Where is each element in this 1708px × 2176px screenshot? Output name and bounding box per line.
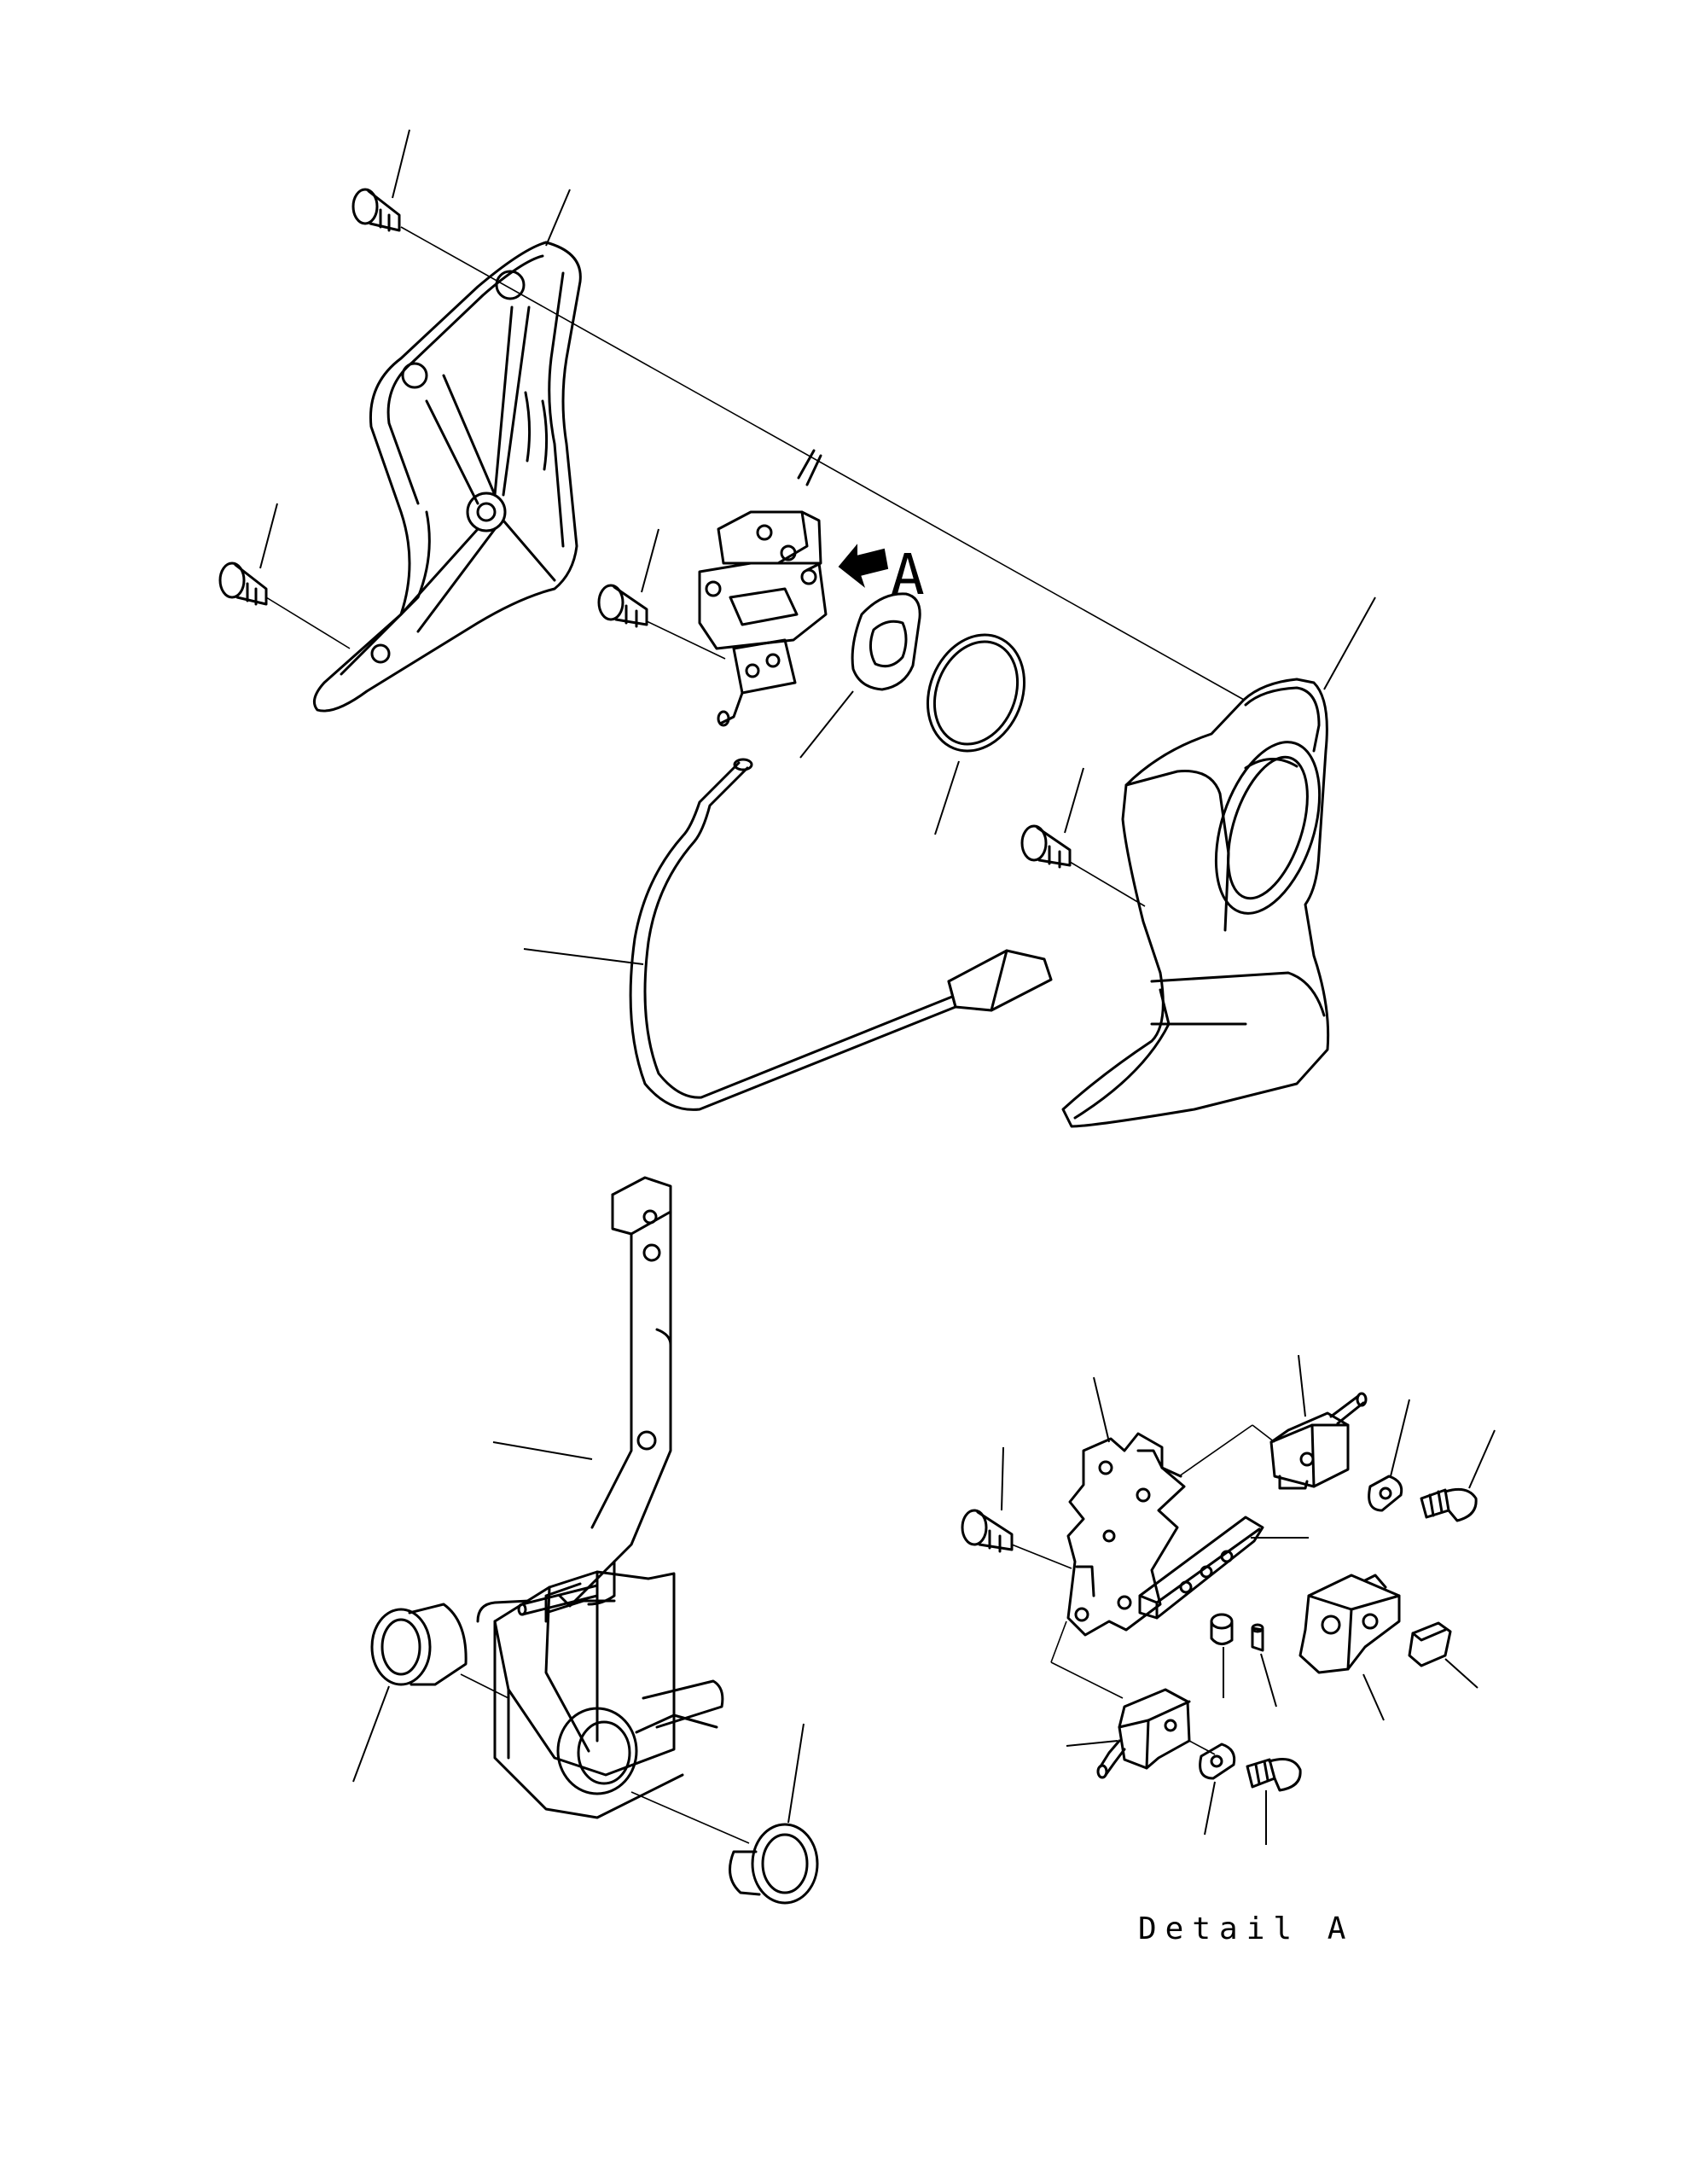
detail-a-clip [1408,1621,1479,1689]
handle-left-shell [312,189,582,713]
wire-harness [523,758,1053,1111]
detail-a-switch-body [1298,1574,1401,1721]
view-a-label: A [891,542,925,608]
detail-a-spacer [1210,1613,1234,1698]
detail-a-terminal-bar [1138,1516,1309,1620]
lever-bracket [492,1176,672,1608]
knob-cap [799,592,921,759]
gasket-ring [926,633,1026,835]
view-a-callout: A [838,542,925,608]
detail-a-screw-upper-right [1420,1429,1496,1522]
bushing-left [352,1603,509,1783]
assembly-line-top [400,226,1245,701]
detail-a-caption: Detail A [1138,1911,1354,1946]
screw-middle [597,528,726,660]
switch-assembly [698,449,828,727]
handle-right-cover [1061,596,1376,1128]
detail-a-pin [1251,1623,1277,1708]
detail-a-plate [1050,1376,1253,1699]
detail-a-screw-left [961,1446,1072,1569]
detail-a-washer-upper [1368,1399,1410,1512]
bushing-right [729,1723,819,1905]
detail-a-screw-lower-right [1246,1758,1302,1845]
detail-a-washer-lower [1199,1743,1236,1836]
screw-lower-left [218,503,351,649]
detail-a-switch-upper [1252,1354,1368,1490]
detail-a-switch-lower [1066,1688,1216,1779]
screw-right-cover [1020,767,1146,907]
pin-short [517,1584,599,1616]
lever-base [476,1570,750,1844]
screw-top-left [351,129,410,232]
